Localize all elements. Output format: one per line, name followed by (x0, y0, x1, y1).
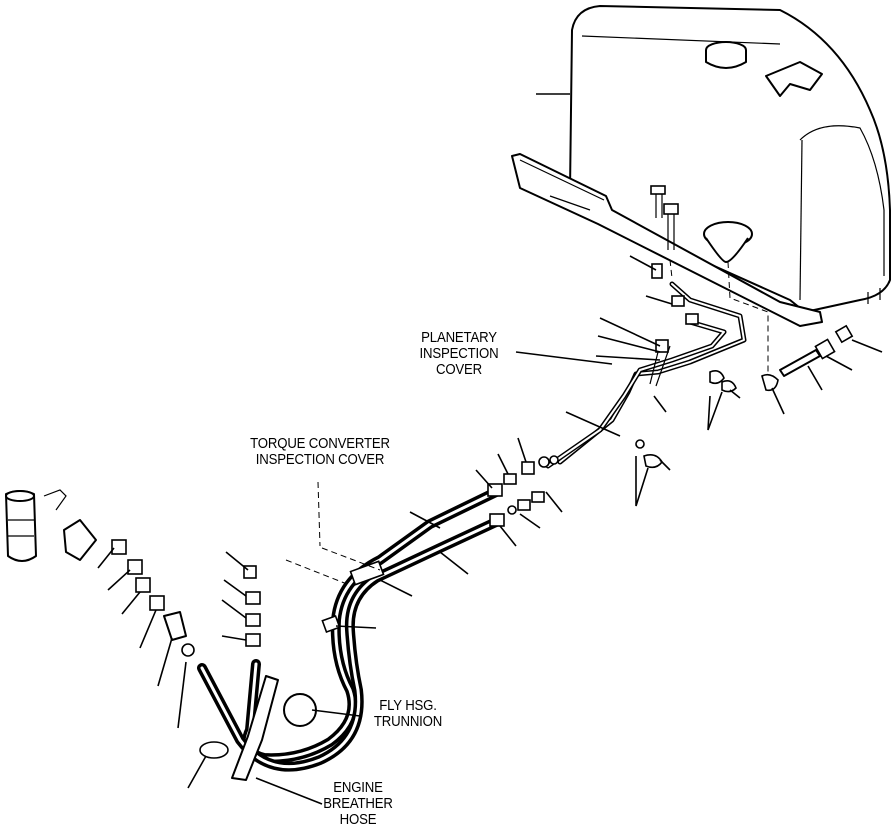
label-line: COVER (435, 361, 483, 378)
label-line: INSPECTION COVER (255, 451, 385, 468)
flexible-hoses (197, 487, 501, 781)
label-line: TRUNNION (373, 713, 443, 730)
torque-converter-cover (285, 481, 381, 587)
engine-breather-hose-label: ENGINE BREATHER HOSE (316, 780, 400, 828)
label-line: TORQUE CONVERTER (250, 435, 390, 452)
fittings (5, 263, 854, 759)
label-line: ENGINE (333, 779, 383, 796)
label-line: HOSE (339, 811, 377, 828)
fly-hsg-trunnion-label: FLY HSG. TRUNNION (366, 698, 450, 730)
leader-lines (97, 93, 883, 805)
torque-converter-inspection-cover-label: TORQUE CONVERTER INSPECTION COVER (241, 436, 399, 468)
label-line: INSPECTION (419, 345, 499, 362)
label-line: PLANETARY (421, 329, 497, 346)
label-line: FLY HSG. (379, 697, 437, 714)
planetary-inspection-cover-label: PLANETARY INSPECTION COVER (411, 330, 508, 378)
reservoir-tank (511, 5, 891, 374)
label-line: BREATHER (323, 795, 393, 812)
